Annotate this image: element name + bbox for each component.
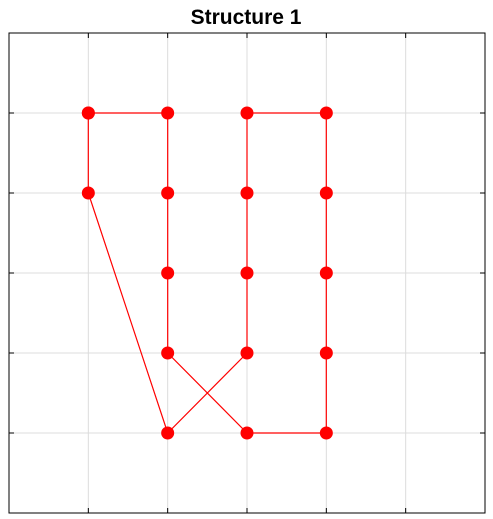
data-point <box>240 426 254 440</box>
data-point <box>240 266 254 280</box>
data-point <box>161 426 175 440</box>
data-point <box>240 186 254 200</box>
data-series <box>81 106 333 440</box>
chart-title: Structure 1 <box>191 6 302 29</box>
data-point <box>319 266 333 280</box>
data-point <box>319 186 333 200</box>
data-point <box>81 106 95 120</box>
series-line <box>87 112 327 435</box>
data-point <box>319 106 333 120</box>
data-point <box>240 106 254 120</box>
axis-ticks <box>9 33 485 513</box>
data-point <box>319 426 333 440</box>
data-point <box>161 346 175 360</box>
data-point <box>161 186 175 200</box>
data-point <box>319 346 333 360</box>
data-point <box>240 346 254 360</box>
data-point <box>161 266 175 280</box>
data-point <box>161 106 175 120</box>
data-point <box>81 186 95 200</box>
